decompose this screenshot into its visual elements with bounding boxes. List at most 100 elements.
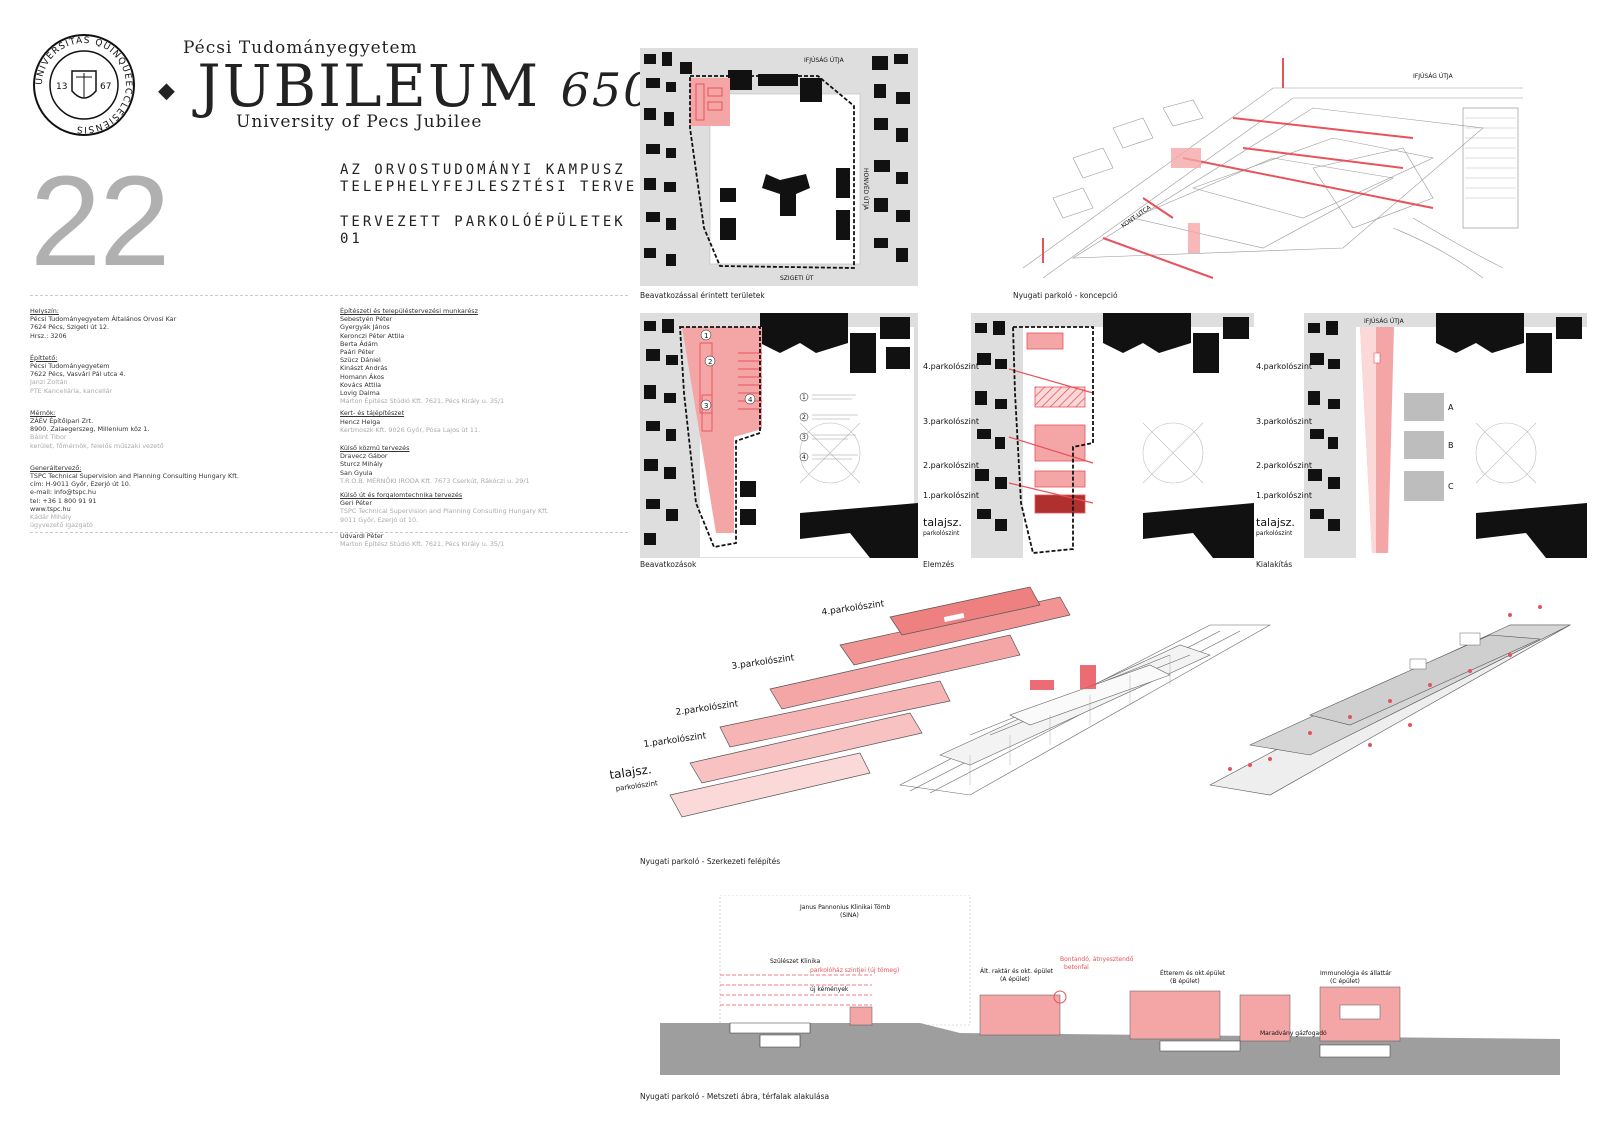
info-line: TSPC Technical Supervision and Planning … — [30, 472, 239, 481]
info-line: ZÁÉV Építőipari Zrt. — [30, 417, 94, 426]
caption-layout: Kialakítás — [1256, 560, 1293, 569]
info-line: Kádár Mihály — [30, 513, 72, 522]
info-line: Janzi Zoltán — [30, 378, 68, 387]
section-kemenyek: új kémények — [810, 986, 849, 993]
caption-section: Nyugati parkoló - Metszeti ábra, térfala… — [640, 1092, 830, 1101]
info-line: Lovig Dalma — [340, 389, 380, 398]
university-seal-icon: 13 67 UNIVERSITAS QUINQUEECCLESIENSIS — [33, 34, 135, 136]
section-maradvany: Maradvány gázfogadó — [1260, 1030, 1327, 1037]
info-right-4: Udvardi Péter Marton Építész Stúdió Kft.… — [340, 532, 625, 548]
brand-university-name: Pécsi Tudományegyetem — [183, 38, 418, 58]
info-right-0: Építészeti és településtervezési munkaré… — [340, 307, 625, 405]
caption-structure: Nyugati parkoló - Szerkezeti felépítés — [640, 857, 781, 866]
info-line: e-mail: info@tspc.hu — [30, 488, 97, 497]
info-left-1: Építtető: Pécsi Tudományegyetem 7622 Péc… — [30, 354, 320, 395]
info-line: San Gyula — [340, 468, 373, 477]
layout-level-4: 4.parkolószint — [1256, 361, 1312, 371]
info-line: Homann Ákos — [340, 372, 385, 381]
brand-subtitle: University of Pecs Jubilee — [236, 112, 483, 132]
info-line: 9011 Győr, Ezerjó út 10. — [340, 515, 419, 524]
concept-kont-label: KONT UTCA — [1120, 204, 1153, 230]
info-left-2: Mérnök: ZÁÉV Építőipari Zrt. 8900. Zalae… — [30, 409, 320, 450]
info-left-3-head: Generáltervező: — [30, 463, 82, 472]
layout-block-a — [1404, 393, 1444, 421]
layout-block-c — [1404, 471, 1444, 501]
brand-diamond-left-icon: ◆ — [158, 78, 177, 104]
map-elements: 4.parkolószint 3.parkolószint 2.parkolós… — [923, 313, 1254, 558]
section-levels-red: parkolóház szintjei (új tömeg) — [810, 967, 899, 974]
info-left-3: Generáltervező: TSPC Technical Supervisi… — [30, 464, 320, 530]
info-line: Kinászt András — [340, 364, 388, 373]
intervention-marker-4: 4 — [748, 396, 753, 404]
info-line: Pécsi Tudományegyetem Általános Orvosi K… — [30, 315, 177, 324]
layout-level-ground: talajsz. — [1256, 516, 1295, 529]
axon-level-3: 3.parkolószint — [731, 652, 795, 672]
axon-structure: 4.parkolószint 3.parkolószint 2.parkolós… — [610, 586, 1572, 818]
layout-ifjusag-label: IFJÚSÁG ÚTJA — [1364, 318, 1405, 325]
info-line: Hencz Helga — [340, 417, 381, 426]
layout-block-a-label: A — [1448, 403, 1454, 412]
concept-ifjusag-label: IFJÚSÁG ÚTJA — [1413, 73, 1454, 80]
section-etterem: Étterem és okt.épület — [1160, 969, 1226, 977]
info-line: 7622 Pécs, Vasvári Pál utca 4. — [30, 370, 126, 379]
info-line: 8900. Zalaegerszeg, Millenium köz 1. — [30, 425, 150, 434]
info-right-2: Külső közmű tervezés Dravecz Gábor Sturc… — [340, 444, 625, 485]
info-line: Paári Péter — [340, 348, 375, 357]
section-janus: Janus Pannonius Klinikai Tömb — [799, 904, 890, 911]
map-affected-area: IFJÚSÁG ÚTJA SZIGETI ÚT HONVÉD ÚTJA — [640, 48, 918, 286]
info-line: www.tspc.hu — [30, 504, 71, 513]
layout-level-ground-sub: parkolószint — [1256, 530, 1293, 537]
info-left: Helyszín: Pécsi Tudományegyetem Általáno… — [30, 303, 320, 529]
section-szulesz: Szülészet Klinika — [770, 958, 820, 965]
section-immun-sub: (C épület) — [1330, 978, 1360, 985]
intervention-marker-2: 2 — [708, 358, 712, 366]
seal-year-right: 67 — [100, 82, 111, 92]
layout-block-c-label: C — [1448, 482, 1454, 491]
info-line: Kertmoszk Kft. 9026 Győr, Pósa Lajos út … — [340, 425, 481, 434]
caption-interventions: Beavatkozások — [640, 560, 697, 569]
caption-concept: Nyugati parkoló - koncepció — [1013, 291, 1118, 300]
axon-concept: IFJÚSÁG ÚTJA KONT UTCA — [1022, 58, 1523, 279]
info-right-1-head: Kert- és tájépítészet — [340, 409, 405, 418]
brand-jubileum: ◆ JUBILEUM 650 ◆ — [158, 52, 694, 120]
map-layout: A B C 4.parkolószint 3.parkolószint 2.pa… — [1256, 313, 1587, 558]
legend-num-1: 1 — [802, 394, 806, 401]
info-right-3-head: Külső út és forgalomtechnika tervezés — [340, 491, 463, 500]
street-honved-label: HONVÉD ÚTJA — [862, 168, 870, 211]
layout-level-2: 2.parkolószint — [1256, 460, 1312, 470]
intervention-marker-1: 1 — [704, 332, 708, 340]
info-line: Szücz Dániel — [340, 356, 381, 365]
info-line: Pécsi Tudományegyetem — [30, 362, 110, 371]
info-line: tel: +36 1 800 91 91 — [30, 496, 97, 505]
info-right-1: Kert- és tájépítészet Hencz Helga Kertmo… — [340, 409, 625, 434]
info-line: kerület, főmérnök, felelős műszaki vezet… — [30, 441, 164, 450]
info-line: T.R.O.B. MÉRNÖKI IRODA Kft. 7673 Cserkút… — [340, 476, 530, 485]
layout-level-1: 1.parkolószint — [1256, 490, 1312, 500]
brand-main-left: JUBILEUM — [197, 52, 541, 120]
elements-level-4: 4.parkolószint — [923, 361, 979, 371]
title-line-1: AZ ORVOSTUDOMÁNYI KAMPUSZ — [340, 162, 626, 178]
divider-bottom — [30, 532, 628, 533]
legend-num-4: 4 — [802, 454, 806, 461]
sheet-number: 22 — [30, 150, 170, 293]
caption-area: Beavatkozással érintett területek — [640, 291, 765, 300]
section-drawing: Janus Pannonius Klinikai Tömb (SINA) Szü… — [660, 895, 1560, 1075]
section-bontando: Bontandó, átnyesztendő — [1060, 956, 1134, 963]
info-line: Bálint Tibor — [30, 433, 67, 442]
map-interventions: 1 2 3 4 1 2 3 4 — [640, 313, 918, 558]
info-left-0: Helyszín: Pécsi Tudományegyetem Általáno… — [30, 307, 320, 340]
caption-elements: Elemzés — [923, 560, 955, 569]
info-right-3: Külső út és forgalomtechnika tervezés Ge… — [340, 491, 625, 524]
layout-level-3: 3.parkolószint — [1256, 416, 1312, 426]
info-line: Kovács Attila — [340, 380, 382, 389]
elements-level-ground-sub: parkolószint — [923, 530, 960, 537]
info-line: Sebestyén Péter — [340, 315, 393, 324]
section-immun: Immunológia és állattár — [1320, 970, 1392, 977]
axon-level-2: 2.parkolószint — [675, 698, 739, 718]
section-bontando-sub: betonfal — [1064, 964, 1089, 971]
title-line-2: TELEPHELYFEJLESZTÉSI TERVE — [340, 179, 638, 195]
info-line: Hrsz.: 3206 — [30, 331, 67, 340]
info-line: Udvardi Péter — [340, 531, 384, 540]
legend-num-2: 2 — [802, 414, 806, 421]
info-left-1-head: Építtető: — [30, 353, 58, 362]
